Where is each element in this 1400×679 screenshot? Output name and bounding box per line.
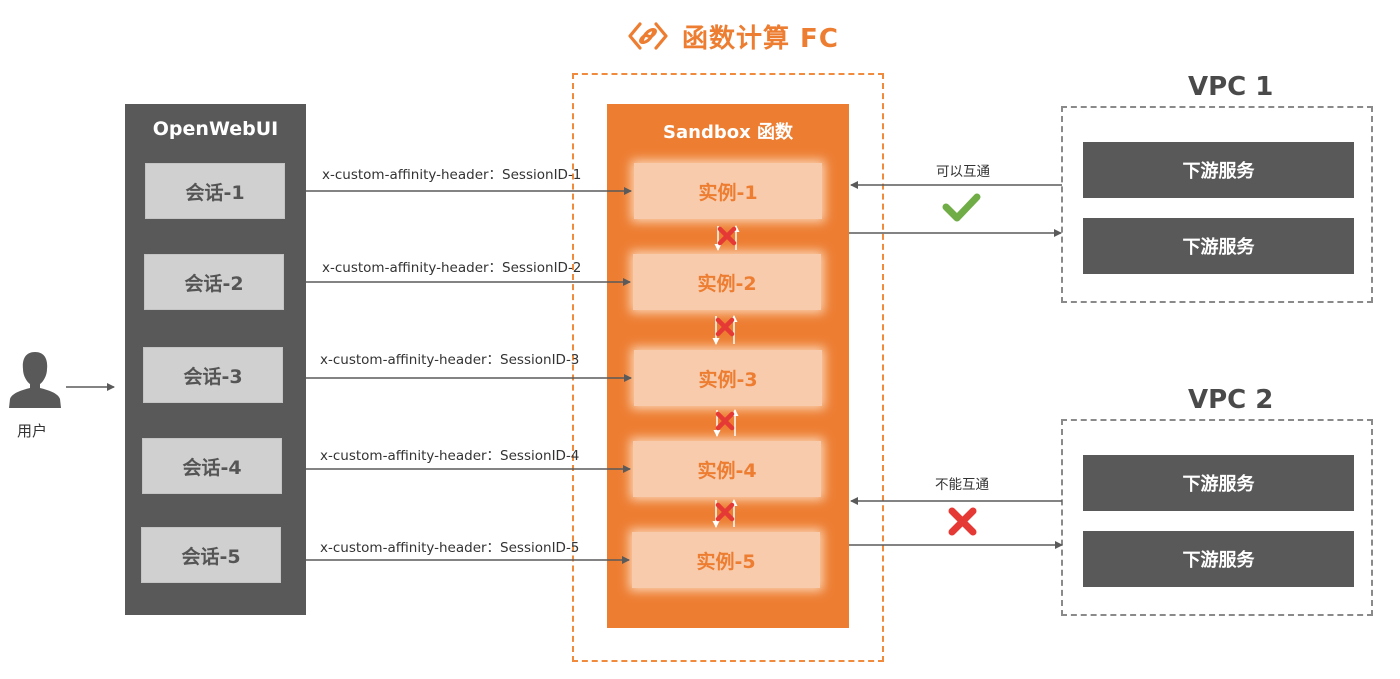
affinity-header-label-5: x-custom-affinity-header：SessionID-5 [320, 540, 580, 556]
vpc-1-service-2: 下游服务 [1083, 218, 1354, 274]
instance-4: 实例-4 [633, 441, 821, 497]
sandbox-title: Sandbox 函数 [663, 122, 793, 143]
vpc-1-status: 可以互通 [936, 164, 990, 180]
vpc-2-status: 不能互通 [935, 477, 989, 493]
vpc-1-service-1: 下游服务 [1083, 142, 1354, 198]
check-icon [942, 193, 981, 222]
user-icon [9, 352, 61, 408]
function-compute-icon [628, 22, 668, 50]
instance-3: 实例-3 [634, 350, 822, 406]
fc-container [572, 73, 884, 662]
vpc-2-service-1: 下游服务 [1083, 455, 1354, 511]
vpc-2-box [1061, 419, 1373, 616]
instance-2: 实例-2 [633, 254, 821, 310]
vpc-1-title: VPC 1 [1188, 72, 1274, 102]
session-3: 会话-3 [143, 347, 283, 403]
affinity-header-label-1: x-custom-affinity-header：SessionID-1 [322, 167, 582, 183]
affinity-header-label-2: x-custom-affinity-header：SessionID-2 [322, 260, 582, 276]
instance-isolation-2-3 [712, 315, 738, 345]
vpc-1-box [1061, 106, 1373, 303]
session-4: 会话-4 [142, 438, 282, 494]
instance-isolation-1-2 [714, 225, 740, 251]
vpc-2-service-2: 下游服务 [1083, 531, 1354, 587]
instance-1: 实例-1 [634, 163, 822, 219]
affinity-header-label-3: x-custom-affinity-header：SessionID-3 [320, 352, 580, 368]
openwebui-title: OpenWebUI [152, 118, 279, 140]
user-label: 用户 [17, 422, 48, 440]
instance-isolation-3-4 [713, 409, 739, 437]
affinity-header-label-4: x-custom-affinity-header：SessionID-4 [320, 448, 580, 464]
fc-header: 函数计算 FC [628, 16, 839, 56]
instance-5: 实例-5 [632, 532, 820, 588]
cross-icon [948, 507, 977, 536]
session-2: 会话-2 [144, 254, 284, 310]
vpc-2-title: VPC 2 [1188, 385, 1274, 415]
session-1: 会话-1 [145, 163, 285, 219]
session-5: 会话-5 [141, 527, 281, 583]
fc-title: 函数计算 FC [682, 23, 839, 54]
instance-isolation-4-5 [712, 499, 738, 528]
